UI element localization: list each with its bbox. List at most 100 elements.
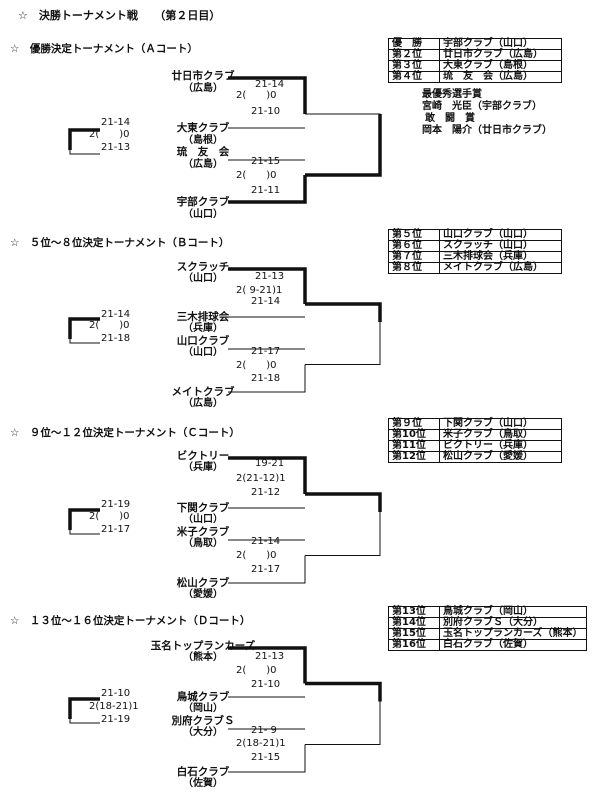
match-score: 21-19 [101, 499, 131, 510]
ranking-table: 優 勝宇部クラブ（山口）第２位廿日市クラブ（広島）第３位大東クラブ（島根）第４位… [388, 38, 562, 83]
rank-team: 玉名トップランカーズ（熊本） [439, 628, 587, 640]
rank-team: 別府クラブＳ（大分） [439, 617, 587, 629]
ranking-table: 第５位山口クラブ（山口）第６位スクラッチ（山口）第７位三木排球会（兵庫）第８位メ… [388, 229, 562, 274]
bracket-final-win [305, 302, 382, 322]
match-score: 21-13 [101, 142, 131, 153]
match-score: 21-10 [251, 106, 281, 117]
match-score: 2( )0 [89, 320, 130, 331]
match-score: 21-14 [251, 536, 281, 547]
ranking-row: 第３位大東クラブ（島根） [388, 60, 562, 72]
award-line: 岡本 陽介（廿日市クラブ） [422, 125, 552, 136]
match-score: 21-14 [101, 117, 131, 128]
page-title: ☆ 決勝トーナメント戦 （第２日目） [18, 9, 221, 22]
rank-team: 廿日市クラブ（広島） [439, 49, 562, 61]
team-name: ビクトリー [176, 450, 230, 462]
match-score: 2( )0 [236, 360, 277, 371]
team-region: （佐賀） [183, 778, 223, 789]
rank-place: 第14位 [388, 617, 440, 629]
team-name: 白石クラブ [176, 766, 230, 778]
team-name: 宇部クラブ [176, 196, 230, 208]
bracket-m3-bottom [228, 744, 306, 773]
bracket-left-thick [68, 128, 100, 150]
rank-place: 第４位 [388, 71, 440, 83]
rank-place: 第12位 [388, 451, 440, 463]
team-region: （大分） [183, 727, 223, 738]
rank-team: 宇部クラブ（山口） [439, 38, 562, 50]
rank-team: 鳥城クラブ（岡山） [439, 606, 587, 618]
match-score: 21-17 [101, 524, 131, 535]
team-region: （山口） [183, 273, 223, 284]
ranking-table: 第９位下関クラブ（山口）第10位米子クラブ（鳥取）第11位ビクトリー（兵庫）第1… [388, 418, 562, 463]
match-score: 2( )0 [236, 550, 277, 561]
bracket-m3-bottom [228, 364, 306, 393]
bracket-final [305, 113, 381, 176]
section-heading: ☆ 優勝決定トーナメント（Ａコート） [10, 43, 198, 55]
team-region: （兵庫） [183, 462, 223, 473]
rank-team: ビクトリー（兵庫） [439, 440, 562, 452]
match-score: 21-18 [251, 373, 281, 384]
ranking-table: 第13位鳥城クラブ（岡山）第14位別府クラブＳ（大分）第15位玉名トップランカー… [388, 606, 587, 651]
rank-place: 第６位 [388, 240, 440, 252]
ranking-row: 第11位ビクトリー（兵庫） [388, 440, 562, 452]
bracket-final-win [305, 492, 382, 512]
rank-team: 山口クラブ（山口） [439, 229, 562, 241]
match-score: 2(18-21)1 [89, 701, 139, 712]
team-name: 廿日市クラブ [171, 70, 235, 82]
rank-team: 琉 友 会（広島） [439, 71, 562, 83]
match-score: 2( 9-21)1 [236, 285, 283, 296]
match-score: 21-15 [251, 752, 281, 763]
match-score: 21-15 [251, 156, 281, 167]
team-name: 大東クラブ [176, 122, 230, 134]
rank-place: 第13位 [388, 606, 440, 618]
ranking-row: 第13位鳥城クラブ（岡山） [388, 606, 587, 618]
ranking-row: 第10位米子クラブ（鳥取） [388, 429, 562, 441]
match-score: 2( )0 [89, 511, 130, 522]
rank-place: 第５位 [388, 229, 440, 241]
match-score: 2(18-21)1 [236, 738, 286, 749]
ranking-row: 第14位別府クラブＳ（大分） [388, 617, 587, 629]
award-line: 最優秀選手賞 [422, 89, 482, 100]
rank-place: 第７位 [388, 251, 440, 263]
team-name: 山口クラブ [176, 335, 230, 347]
team-region: （山口） [183, 514, 223, 525]
rank-place: 第11位 [388, 440, 440, 452]
ranking-row: 第７位三木排球会（兵庫） [388, 251, 562, 263]
ranking-row: 第12位松山クラブ（愛媛） [388, 451, 562, 463]
bracket-final [305, 493, 381, 556]
match-score: 21-11 [251, 185, 281, 196]
team-region: （鳥取） [183, 538, 223, 549]
team-name: 松山クラブ [176, 577, 230, 589]
ranking-row: 第９位下関クラブ（山口） [388, 418, 562, 430]
match-score: 21-13 [255, 271, 285, 282]
match-score: 21-19 [101, 714, 131, 725]
match-score: 2( )0 [89, 129, 130, 140]
rank-place: 第２位 [388, 49, 440, 61]
bracket-m1-top [228, 267, 307, 304]
bracket-m1-top [228, 76, 307, 114]
match-score: 19-21 [255, 458, 285, 469]
team-region: （広島） [183, 398, 223, 409]
match-score: 21-14 [255, 79, 285, 90]
ranking-row: 第８位メイトクラブ（広島） [388, 262, 562, 274]
team-name: 米子クラブ [176, 526, 230, 538]
team-region: （岡山） [183, 703, 223, 714]
rank-team: メイトクラブ（広島） [439, 262, 562, 274]
team-name: 別府クラブＳ [171, 715, 235, 727]
team-region: （山口） [183, 347, 223, 358]
match-score: 21-18 [101, 333, 131, 344]
match-score: 2( )0 [236, 90, 277, 101]
bracket-left-thick [68, 697, 100, 719]
team-region: （山口） [183, 209, 223, 220]
match-score: 21-10 [101, 688, 131, 699]
ranking-row: 第16位白石クラブ（佐賀） [388, 639, 587, 651]
match-score: 21- 9 [251, 725, 277, 736]
ranking-row: 優 勝宇部クラブ（山口） [388, 38, 562, 50]
ranking-row: 第２位廿日市クラブ（広島） [388, 49, 562, 61]
rank-place: 第15位 [388, 628, 440, 640]
rank-team: 白石クラブ（佐賀） [439, 639, 587, 651]
match-score: 21-12 [251, 487, 281, 498]
match-score: 21-17 [251, 346, 281, 357]
team-name: スクラッチ [176, 261, 230, 273]
bracket-m3-bottom [228, 555, 306, 584]
